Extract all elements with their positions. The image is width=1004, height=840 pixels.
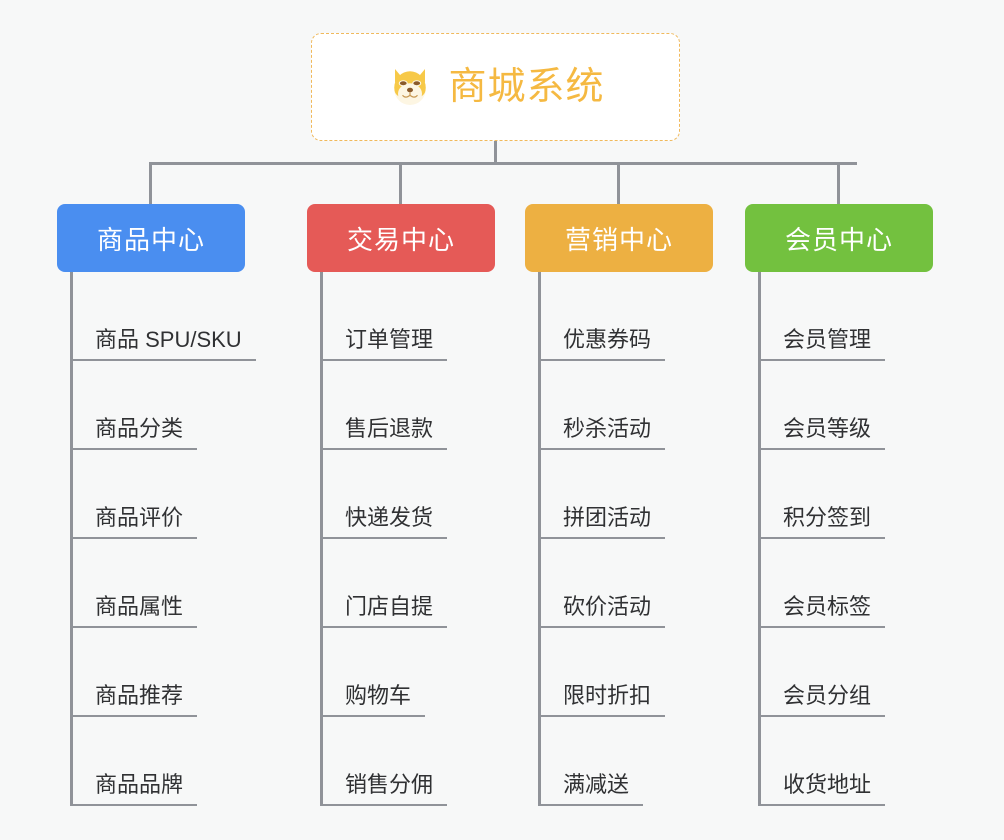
list-item-label: 拼团活动 [541,504,666,539]
branch-header-label: 商品中心 [96,224,205,255]
list-item[interactable]: 砍价活动 [541,539,713,628]
connector-horizontal-bar [149,162,857,165]
list-item[interactable]: 会员标签 [761,539,933,628]
list-item[interactable]: 会员分组 [761,628,933,717]
list-item[interactable]: 快递发货 [323,450,495,539]
list-item-label: 收货地址 [761,771,886,806]
connector-root-stem [494,141,497,164]
connector-drop-2 [617,162,620,204]
list-item-label: 商品属性 [73,593,198,628]
branch-items-0: 商品 SPU/SKU 商品分类 商品评价 商品属性 商品推荐 商品品牌 [70,272,256,806]
list-item[interactable]: 订单管理 [323,272,495,361]
list-item-label: 商品推荐 [73,682,198,717]
branch-header-1[interactable]: 交易中心 [307,204,495,272]
branch-items-3: 会员管理 会员等级 积分签到 会员标签 会员分组 收货地址 [758,272,933,806]
branch-header-2[interactable]: 营销中心 [525,204,713,272]
list-item[interactable]: 拼团活动 [541,450,713,539]
list-item-label: 订单管理 [323,326,448,361]
list-item[interactable]: 商品 SPU/SKU [73,272,256,361]
list-item[interactable]: 优惠券码 [541,272,713,361]
branch-header-3[interactable]: 会员中心 [745,204,933,272]
list-item-label: 销售分佣 [323,771,448,806]
list-item[interactable]: 积分签到 [761,450,933,539]
list-item[interactable]: 会员管理 [761,272,933,361]
list-item-label: 会员分组 [761,682,886,717]
list-item-label: 秒杀活动 [541,415,666,450]
list-item-label: 商品评价 [73,504,198,539]
branch-header-label: 会员中心 [784,224,893,255]
branch-column-3: 会员中心 会员管理 会员等级 积分签到 会员标签 会员分组 收货地址 [745,204,933,806]
page-title: 商城系统 [448,66,605,108]
connector-drop-1 [399,162,402,204]
list-item[interactable]: 秒杀活动 [541,361,713,450]
list-item-label: 商品品牌 [73,771,198,806]
list-item[interactable]: 商品属性 [73,539,245,628]
list-item-label: 门店自提 [323,593,448,628]
list-item[interactable]: 满减送 [541,717,713,806]
list-item[interactable]: 限时折扣 [541,628,713,717]
list-item-label: 快递发货 [323,504,448,539]
list-item-label: 砍价活动 [541,593,666,628]
branch-column-0: 商品中心 商品 SPU/SKU 商品分类 商品评价 商品属性 商品推荐 商品品牌 [57,204,256,806]
list-item-label: 积分签到 [761,504,886,539]
branch-column-2: 营销中心 优惠券码 秒杀活动 拼团活动 砍价活动 限时折扣 满减送 [525,204,713,806]
list-item[interactable]: 商品品牌 [73,717,245,806]
list-item-label: 优惠券码 [541,326,666,361]
branch-items-2: 优惠券码 秒杀活动 拼团活动 砍价活动 限时折扣 满减送 [538,272,713,806]
list-item-label: 会员管理 [761,326,886,361]
list-item[interactable]: 售后退款 [323,361,495,450]
branch-header-label: 营销中心 [564,224,673,255]
list-item-label: 会员标签 [761,593,886,628]
list-item-label: 商品分类 [73,415,198,450]
branch-header-0[interactable]: 商品中心 [57,204,245,272]
list-item-label: 满减送 [541,771,644,806]
list-item-label: 售后退款 [323,415,448,450]
branch-items-1: 订单管理 售后退款 快递发货 门店自提 购物车 销售分佣 [320,272,495,806]
list-item[interactable]: 门店自提 [323,539,495,628]
list-item[interactable]: 收货地址 [761,717,933,806]
list-item[interactable]: 销售分佣 [323,717,495,806]
connector-drop-0 [149,162,152,204]
list-item[interactable]: 商品分类 [73,361,245,450]
list-item[interactable]: 商品推荐 [73,628,245,717]
connector-drop-3 [837,162,840,204]
list-item-label: 购物车 [323,682,426,717]
dog-face-icon [386,63,434,111]
list-item[interactable]: 会员等级 [761,361,933,450]
branch-column-1: 交易中心 订单管理 售后退款 快递发货 门店自提 购物车 销售分佣 [307,204,495,806]
branch-header-label: 交易中心 [346,224,455,255]
list-item-label: 商品 SPU/SKU [73,326,256,361]
list-item-label: 会员等级 [761,415,886,450]
list-item[interactable]: 购物车 [323,628,495,717]
root-node[interactable]: 商城系统 [311,33,680,141]
list-item[interactable]: 商品评价 [73,450,245,539]
list-item-label: 限时折扣 [541,682,666,717]
